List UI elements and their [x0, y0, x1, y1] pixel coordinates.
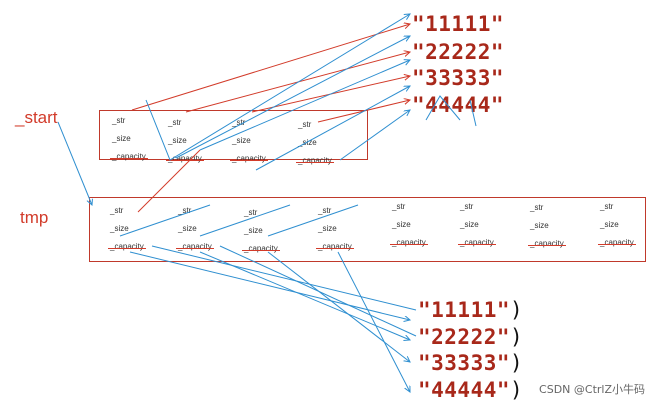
capacity-field: _capacity [392, 238, 426, 247]
bottom-string-1-text: "11111" [418, 298, 511, 322]
tmp-cell: _str _size _capacity [460, 202, 494, 256]
str-field: _str [600, 202, 614, 211]
tmp-cell: _str _size _capacity [600, 202, 634, 256]
capacity-field: _capacity [298, 156, 332, 165]
start-cell: _str _size _capacity [112, 116, 146, 170]
capacity-field: _capacity [112, 152, 146, 161]
bottom-string-4-paren: ) [510, 378, 524, 402]
str-field: _str [392, 202, 406, 211]
start-cell: _str _size _capacity [168, 118, 202, 172]
capacity-field: _capacity [110, 242, 144, 251]
capacity-field: _capacity [232, 154, 266, 163]
tmp-blue-up-arrows [129, 245, 417, 392]
size-field: _size [232, 136, 251, 145]
capacity-field: _capacity [168, 154, 202, 163]
bottom-string-3-text: "33333" [418, 351, 511, 375]
size-field: _size [460, 220, 479, 229]
capacity-field: _capacity [244, 244, 278, 253]
capacity-field: _capacity [530, 239, 564, 248]
str-field: _str [298, 120, 312, 129]
bottom-string-3: "33333") [418, 351, 523, 375]
start-cell: _str _size _capacity [232, 118, 266, 172]
str-field: _str [112, 116, 126, 125]
size-field: _size [318, 224, 337, 233]
bottom-string-3-paren: ) [510, 351, 524, 375]
size-field: _size [178, 224, 197, 233]
top-string-2: "22222" [412, 40, 505, 64]
size-field: _size [298, 138, 317, 147]
top-string-1: "11111" [412, 12, 505, 36]
tmp-label: tmp [20, 208, 49, 227]
start-red-arrows [131, 24, 410, 123]
size-field: _size [112, 134, 131, 143]
tmp-cell: _str _size _capacity [178, 206, 212, 260]
str-field: _str [460, 202, 474, 211]
size-field: _size [600, 220, 619, 229]
top-string-3: "33333" [412, 66, 505, 90]
start-label: _start [15, 108, 58, 127]
str-field: _str [244, 208, 258, 217]
str-field: _str [168, 118, 182, 127]
str-field: _str [232, 118, 246, 127]
bottom-string-4: "44444") [418, 378, 523, 402]
bottom-string-2-paren: ) [510, 325, 524, 349]
size-field: _size [168, 136, 187, 145]
capacity-field: _capacity [600, 238, 634, 247]
capacity-field: _capacity [460, 238, 494, 247]
bottom-string-1: "11111") [418, 298, 523, 322]
bottom-string-2-text: "22222" [418, 325, 511, 349]
size-field: _size [530, 221, 549, 230]
capacity-field: _capacity [178, 242, 212, 251]
start-cell: _str _size _capacity [298, 120, 332, 174]
size-field: _size [244, 226, 263, 235]
start-to-tmp-arrow [57, 121, 92, 205]
tmp-cell: _str _size _capacity [110, 206, 144, 260]
capacity-field: _capacity [318, 242, 352, 251]
top-string-4: "44444" [412, 93, 505, 117]
bottom-string-1-paren: ) [510, 298, 524, 322]
str-field: _str [178, 206, 192, 215]
tmp-cell: _str _size _capacity [392, 202, 426, 256]
tmp-cell: _str _size _capacity [530, 203, 564, 257]
str-field: _str [530, 203, 544, 212]
tmp-cell: _str _size _capacity [318, 206, 352, 260]
tmp-cell: _str _size _capacity [244, 208, 278, 262]
str-field: _str [110, 206, 124, 215]
size-field: _size [392, 220, 411, 229]
bottom-string-4-text: "44444" [418, 378, 511, 402]
csdn-watermark: CSDN @CtrlZ小牛码 [539, 383, 645, 396]
bottom-string-2: "22222") [418, 325, 523, 349]
str-field: _str [318, 206, 332, 215]
size-field: _size [110, 224, 129, 233]
